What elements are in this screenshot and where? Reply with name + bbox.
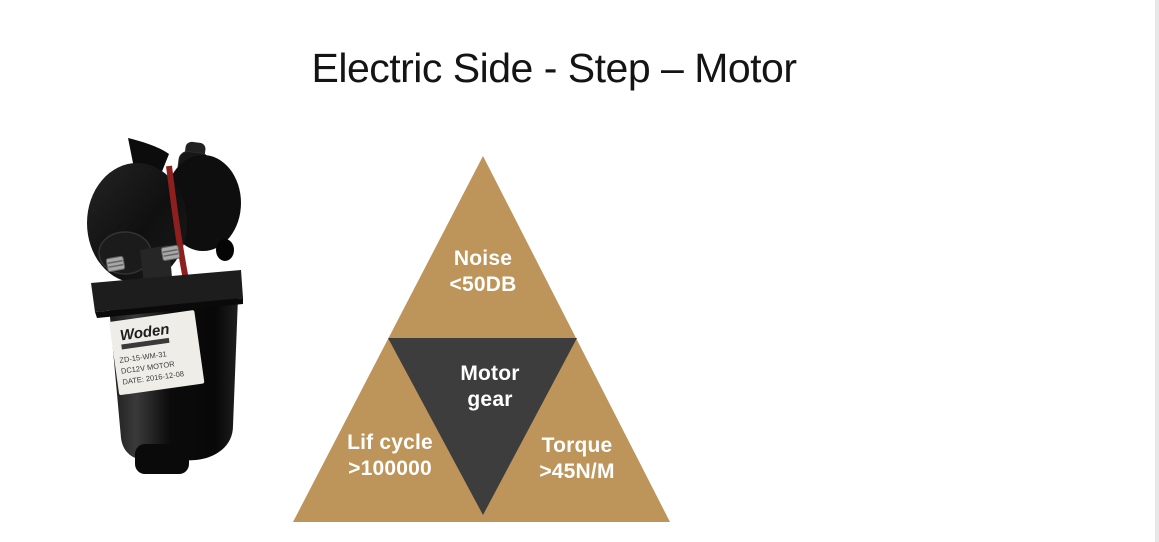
screw bbox=[160, 244, 181, 261]
slide-right-edge bbox=[1155, 0, 1159, 542]
screw bbox=[105, 255, 126, 272]
motor-label-tagline-bar bbox=[121, 337, 170, 350]
life-cycle-line2: >100000 bbox=[348, 457, 432, 480]
noise-line2: <50DB bbox=[449, 273, 517, 296]
motor-gear-line2: gear bbox=[467, 388, 513, 411]
red-wire bbox=[166, 165, 189, 281]
pyramid-label-motor-gear: Motor gear bbox=[390, 361, 590, 413]
pyramid-label-life-cycle: Lif cycle >100000 bbox=[290, 430, 490, 482]
torque-line1: Torque bbox=[541, 434, 613, 457]
noise-line1: Noise bbox=[453, 247, 513, 270]
pyramid-inner-triangle bbox=[388, 338, 577, 515]
pyramid-label-torque: Torque >45N/M bbox=[477, 433, 677, 485]
pyramid-diagram bbox=[293, 156, 670, 522]
life-cycle-line1: Lif cycle bbox=[347, 431, 433, 454]
motor-photo: Woden ZD-15-WM-31 DC12V MOTOR DATE: 2016… bbox=[87, 138, 243, 474]
motor-label-brand: Woden bbox=[119, 321, 171, 345]
motor-label: Woden ZD-15-WM-31 DC12V MOTOR DATE: 2016… bbox=[109, 310, 205, 396]
pyramid-label-noise: Noise <50DB bbox=[383, 246, 583, 298]
motor-shaft-step bbox=[135, 444, 189, 474]
page-title: Electric Side - Step – Motor bbox=[311, 45, 797, 92]
torque-line2: >45N/M bbox=[539, 460, 615, 483]
motor-gear-line1: Motor bbox=[460, 362, 520, 385]
